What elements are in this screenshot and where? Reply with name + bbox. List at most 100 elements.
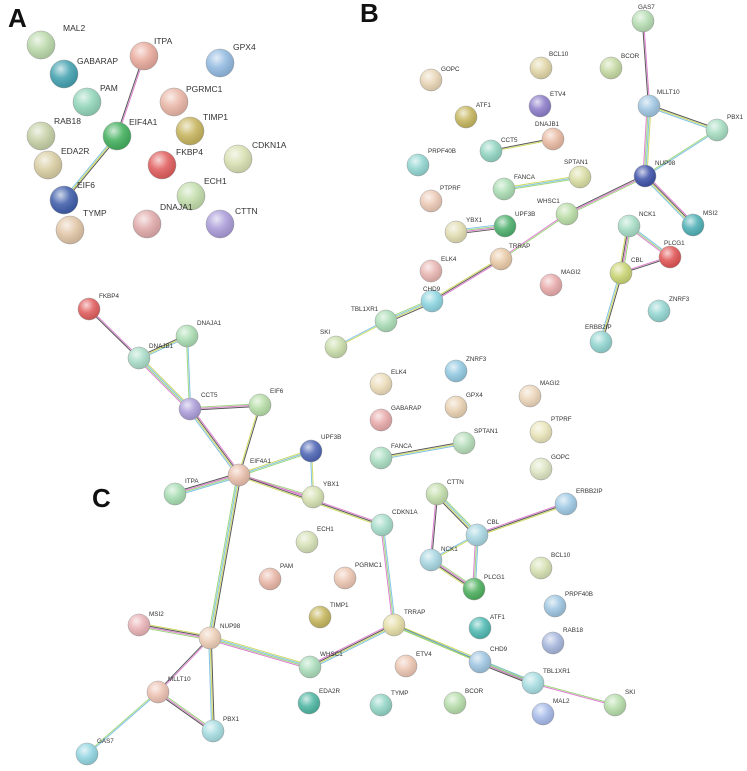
node-elk4[interactable]: ELK4 <box>419 256 457 283</box>
node-whsc1[interactable]: WHSC1 <box>298 651 343 679</box>
node-atf1[interactable]: ATF1 <box>454 102 491 129</box>
node-cct5[interactable]: CCT5 <box>479 137 518 163</box>
node-ech1[interactable]: ECH1 <box>295 526 334 554</box>
node-dnaja1[interactable]: DNAJA1 <box>132 202 193 239</box>
node-eda2r[interactable]: EDA2R <box>33 146 89 180</box>
node-bcor[interactable]: BCOR <box>443 688 484 715</box>
node-chd9[interactable]: CHD9 <box>420 286 444 313</box>
node-gabarap[interactable]: GABARAP <box>49 56 118 89</box>
node-ybx1[interactable]: YBX1 <box>444 217 483 244</box>
node-label: MLLT10 <box>168 676 191 683</box>
node-atf1[interactable]: ATF1 <box>468 614 505 640</box>
node-pbx1[interactable]: PBX1 <box>705 114 744 142</box>
node-cttn[interactable]: CTTN <box>425 479 464 506</box>
node-mllt10[interactable]: MLLT10 <box>637 89 680 118</box>
node-eif4a1[interactable]: EIF4A1 <box>227 458 271 487</box>
node-nck1[interactable]: NCK1 <box>617 211 656 238</box>
node-magi2[interactable]: MAGI2 <box>539 269 581 297</box>
node-ski[interactable]: SKI <box>603 689 635 717</box>
node-znrf3[interactable]: ZNRF3 <box>444 356 487 383</box>
node-msi2[interactable]: MSI2 <box>681 210 718 237</box>
node-prpf40b[interactable]: PRPF40B <box>543 591 593 618</box>
node-cdkn1a[interactable]: CDKN1A <box>223 140 287 174</box>
node-pam[interactable]: PAM <box>72 83 118 117</box>
node-elk4[interactable]: ELK4 <box>369 369 407 396</box>
node-label: CDKN1A <box>252 140 287 150</box>
node-label: PRPF40B <box>428 148 456 155</box>
node-prpf40b[interactable]: PRPF40B <box>406 148 456 177</box>
node-nup98[interactable]: NUP98 <box>633 160 676 188</box>
node-cct5[interactable]: CCT5 <box>178 392 218 421</box>
node-ech1[interactable]: ECH1 <box>176 176 227 211</box>
node-label: EIF4A1 <box>129 117 158 127</box>
node-dnajb1[interactable]: DNAJB1 <box>535 121 565 151</box>
node-gas7[interactable]: GAS7 <box>75 738 114 766</box>
node-upf3b[interactable]: UPF3B <box>299 434 341 463</box>
node-mal2[interactable]: MAL2 <box>531 698 570 726</box>
node-pgrmc1[interactable]: PGRMC1 <box>333 562 382 590</box>
node-timp1[interactable]: TIMP1 <box>308 602 349 629</box>
node-cbl[interactable]: CBL <box>465 519 500 547</box>
node-rab18[interactable]: RAB18 <box>541 627 583 655</box>
node-fkbp4[interactable]: FKBP4 <box>147 147 203 180</box>
node-tbl1xr1[interactable]: TBL1XR1 <box>351 306 398 333</box>
node-gopc[interactable]: GOPC <box>419 66 460 92</box>
panel-c: C FKBP4DNAJA1DNAJB1CCT5EIF6UPF3BEIF4A1IT… <box>75 293 635 766</box>
node-timp1[interactable]: TIMP1 <box>175 112 228 146</box>
node-itpa[interactable]: ITPA <box>163 478 199 506</box>
node-sptan1[interactable]: SPTAN1 <box>452 428 499 455</box>
node-dnaja1[interactable]: DNAJA1 <box>175 320 222 348</box>
node-eif4a1[interactable]: EIF4A1 <box>102 117 158 151</box>
node-cbl[interactable]: CBL <box>609 257 644 285</box>
node-fanca[interactable]: FANCA <box>369 443 413 470</box>
node-trrap[interactable]: TRRAP <box>382 609 425 637</box>
node-mal2[interactable]: MAL2 <box>26 23 85 60</box>
node-erbb2ip[interactable]: ERBB2IP <box>585 324 613 354</box>
node-label: CHD9 <box>423 286 441 293</box>
node-ybx1[interactable]: YBX1 <box>301 481 340 509</box>
node-upf3b[interactable]: UPF3B <box>493 211 535 238</box>
node-nup98[interactable]: NUP98 <box>198 623 241 650</box>
node-pgrmc1[interactable]: PGRMC1 <box>159 84 223 117</box>
node-plcg1[interactable]: PLCG1 <box>658 240 685 269</box>
node-msi2[interactable]: MSI2 <box>127 611 164 637</box>
node-bcl10[interactable]: BCL10 <box>529 51 569 80</box>
node-cttn[interactable]: CTTN <box>205 206 258 239</box>
node-bcl10[interactable]: BCL10 <box>529 552 571 580</box>
node-trrap[interactable]: TRRAP <box>489 243 530 271</box>
node-bcor[interactable]: BCOR <box>599 53 640 80</box>
node-pbx1[interactable]: PBX1 <box>201 716 240 743</box>
node-eda2r[interactable]: EDA2R <box>297 688 340 715</box>
node-gpx4[interactable]: GPX4 <box>205 42 256 78</box>
node-gas7[interactable]: GAS7 <box>631 4 655 33</box>
node-cdkn1a[interactable]: CDKN1A <box>370 509 418 537</box>
node-fkbp4[interactable]: FKBP4 <box>77 293 119 321</box>
node-rab18[interactable]: RAB18 <box>26 116 81 151</box>
node-eif6[interactable]: EIF6 <box>49 180 95 215</box>
node-itpa[interactable]: ITPA <box>129 36 173 71</box>
node-sptan1[interactable]: SPTAN1 <box>564 159 592 189</box>
node-whsc1[interactable]: WHSC1 <box>537 198 579 226</box>
node-chd9[interactable]: CHD9 <box>468 646 508 674</box>
node-ski[interactable]: SKI <box>320 329 348 359</box>
node-pam[interactable]: PAM <box>258 563 293 591</box>
node-gabarap[interactable]: GABARAP <box>369 405 421 432</box>
node-nck1[interactable]: NCK1 <box>419 546 458 572</box>
node-gpx4[interactable]: GPX4 <box>444 392 483 419</box>
node-tymp[interactable]: TYMP <box>55 208 107 245</box>
node-eif6[interactable]: EIF6 <box>248 388 284 417</box>
node-etv4[interactable]: ETV4 <box>528 91 566 118</box>
node-tbl1xr1[interactable]: TBL1XR1 <box>521 668 571 695</box>
node-magi2[interactable]: MAGI2 <box>518 380 560 408</box>
node-mllt10[interactable]: MLLT10 <box>146 676 191 704</box>
node-tymp[interactable]: TYMP <box>369 690 409 717</box>
node-ptprf[interactable]: PTPRF <box>529 416 572 444</box>
node-etv4[interactable]: ETV4 <box>394 651 432 678</box>
node-erbb2ip[interactable]: ERBB2IP <box>554 488 603 516</box>
node-gopc[interactable]: GOPC <box>529 454 570 481</box>
node-fanca[interactable]: FANCA <box>492 174 536 201</box>
node-dnajb1[interactable]: DNAJB1 <box>127 343 174 370</box>
node-znrf3[interactable]: ZNRF3 <box>647 296 690 323</box>
node-ptprf[interactable]: PTPRF <box>419 185 461 213</box>
node-plcg1[interactable]: PLCG1 <box>462 574 505 601</box>
